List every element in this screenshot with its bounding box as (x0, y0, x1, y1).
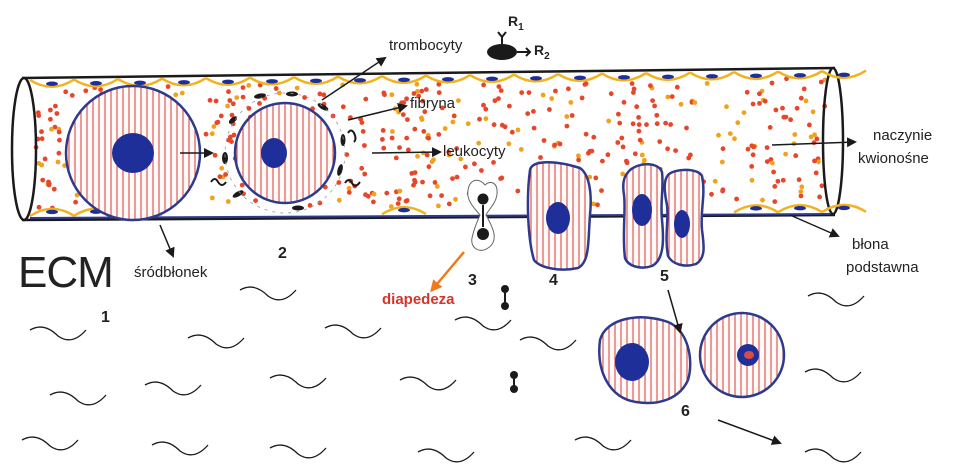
label-fibryna: fibryna (410, 95, 455, 112)
label-r2: R2 (534, 42, 550, 62)
label-r1: R1 (508, 13, 524, 33)
label-blona-2: podstawna (846, 259, 919, 276)
arrow-srodblonek (160, 225, 173, 256)
tumor-cell-6b (700, 313, 784, 397)
vessel-left-end (12, 78, 36, 220)
label-r2-letter: R (534, 42, 544, 58)
arrow-leukocyty (372, 152, 440, 153)
step-number-3: 3 (468, 272, 477, 290)
label-naczynie-1: naczynie (873, 127, 932, 144)
tumor-cell-2 (235, 103, 335, 203)
step-number-5: 5 (660, 268, 669, 286)
tumor-cell-5a (623, 164, 663, 267)
label-r1-sub: 1 (518, 22, 524, 33)
tumor-cell-4 (528, 162, 591, 269)
step-number-1: 1 (101, 309, 110, 327)
label-diapedeza: diapedeza (382, 291, 455, 308)
label-r2-sub: 2 (544, 51, 550, 62)
vessel-right-end (823, 68, 843, 214)
leukocyte-in-ecm-2 (510, 371, 518, 393)
tumor-cell-5b (665, 170, 704, 266)
platelet-receptor-symbol (487, 32, 530, 60)
tumor-cell-6a (599, 317, 690, 403)
step-number-4: 4 (549, 272, 558, 290)
label-trombocyty: trombocyty (389, 37, 462, 54)
leukocyte-in-ecm-1 (501, 285, 509, 310)
label-srodblonek: śródbłonek (134, 264, 207, 281)
label-naczynie-2: kwionośne (858, 150, 929, 167)
label-blona-1: błona (852, 236, 889, 253)
diapedeza-arrow (432, 252, 464, 290)
step-number-6: 6 (681, 403, 690, 421)
label-leukocyty: leukocyty (443, 143, 506, 160)
label-r1-letter: R (508, 13, 518, 29)
tumor-cell-1 (66, 86, 200, 220)
label-ecm: ECM (18, 248, 113, 298)
arrow-step6 (718, 420, 780, 443)
step-number-2: 2 (278, 245, 287, 263)
arrow-blona (790, 215, 838, 236)
